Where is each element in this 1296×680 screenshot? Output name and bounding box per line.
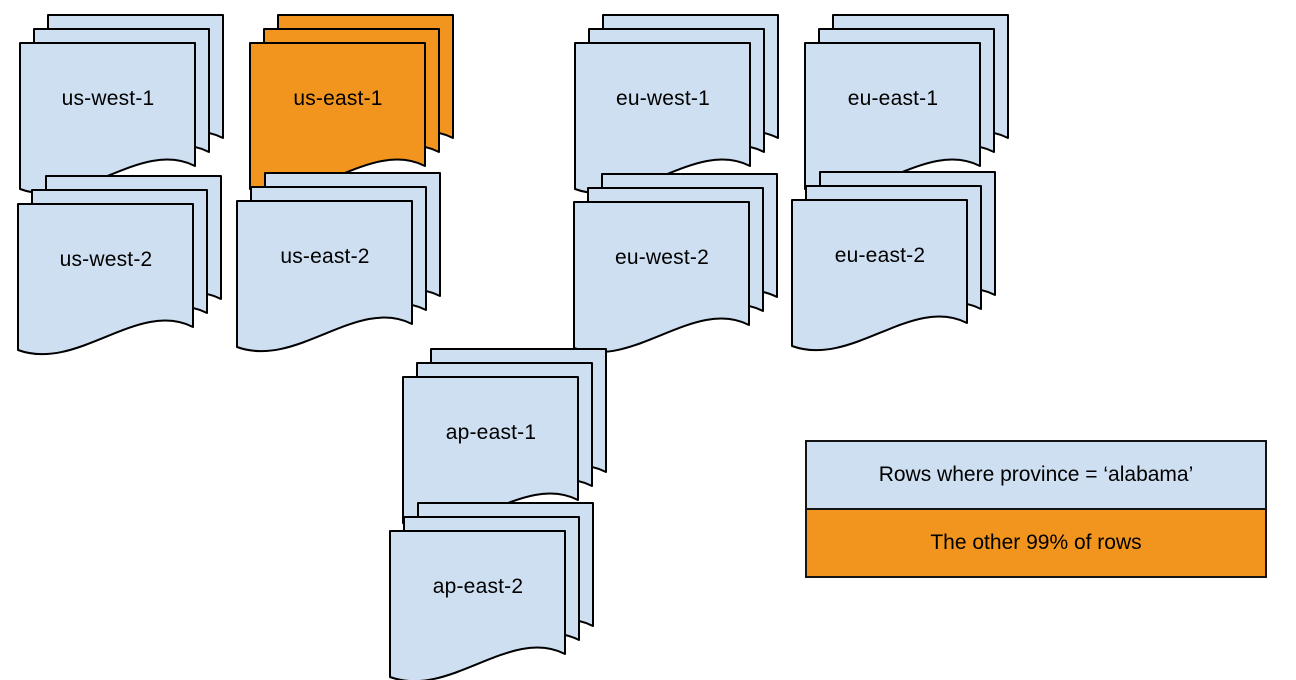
stack-ap-east-1: ap-east-1 <box>402 348 608 537</box>
stack-label: ap-east-2 <box>432 575 524 598</box>
stack-label: us-west-1 <box>61 87 155 110</box>
legend-label: The other 99% of rows <box>930 531 1142 554</box>
stack-label: eu-west-1 <box>615 87 710 110</box>
stack-us-east-1: us-east-1 <box>249 14 455 203</box>
stack-label: ap-east-1 <box>445 421 537 444</box>
stack-us-west-1: us-west-1 <box>19 14 225 203</box>
stack-eu-west-2: eu-west-2 <box>573 173 779 362</box>
stack-label: us-east-1 <box>293 87 383 110</box>
stack-eu-east-1: eu-east-1 <box>804 14 1010 203</box>
stack-label: eu-west-2 <box>614 246 709 269</box>
stack-label: eu-east-2 <box>834 244 926 267</box>
stack-us-east-2: us-east-2 <box>236 172 442 361</box>
legend-label: Rows where province = ‘alabama’ <box>878 463 1194 486</box>
legend-row-other-rows: The other 99% of rows <box>807 508 1265 576</box>
stack-eu-east-2: eu-east-2 <box>791 171 997 360</box>
legend: Rows where province = ‘alabama’ The othe… <box>805 440 1267 578</box>
stack-label: eu-east-1 <box>847 87 939 110</box>
stack-us-west-2: us-west-2 <box>17 175 223 364</box>
legend-row-alabama: Rows where province = ‘alabama’ <box>807 442 1265 508</box>
stack-label: us-west-2 <box>59 248 153 271</box>
stack-eu-west-1: eu-west-1 <box>574 14 780 203</box>
stack-label: us-east-2 <box>280 245 370 268</box>
stack-ap-east-2: ap-east-2 <box>389 502 595 680</box>
